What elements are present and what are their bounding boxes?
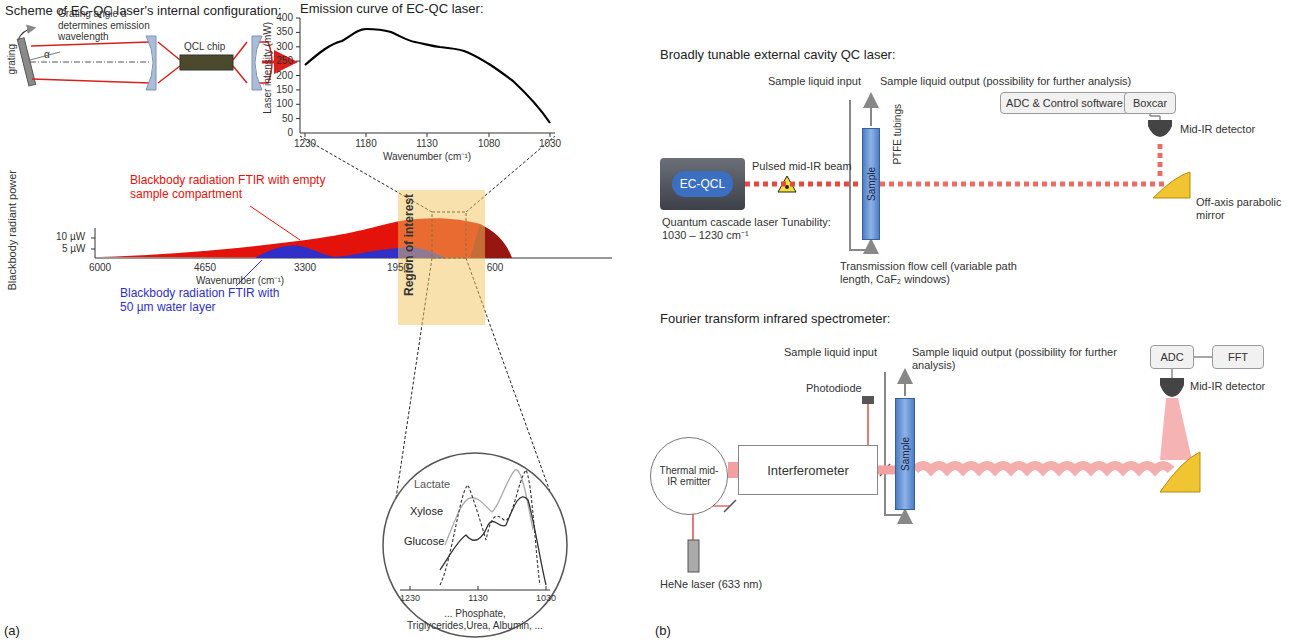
part-name: HeNe laser (633 nm) xyxy=(660,578,762,591)
tick-label: 1230 xyxy=(400,593,420,603)
laser-box: EC-QCL xyxy=(660,158,745,210)
annotation: Pulsed mid-IR beam xyxy=(752,160,852,173)
node-text: Interferometer xyxy=(767,463,849,478)
compound-name: Xylose xyxy=(410,505,443,518)
axis-title: Laser intensity (mW) xyxy=(262,22,274,114)
connector xyxy=(1194,356,1212,358)
tick-label: 1030 xyxy=(536,593,556,603)
tick-label: 1030 xyxy=(539,138,561,150)
connector xyxy=(878,466,895,475)
annotation: Sample liquid input xyxy=(768,75,861,88)
tick-label: 1230 xyxy=(294,138,316,150)
part-name: Off-axis parabolic mirror xyxy=(1196,196,1288,221)
connector xyxy=(745,182,862,187)
tick-label: 6000 xyxy=(89,262,111,274)
series-label: Blackbody radiation FTIR with empty samp… xyxy=(130,174,330,202)
process-box: ADC & Control software xyxy=(1000,92,1129,114)
chart-title: Emission curve of EC-QC laser: xyxy=(300,2,484,17)
process-box: Boxcar xyxy=(1124,92,1176,114)
part-name: Mid-IR detector xyxy=(1190,380,1265,393)
annotation: Sample liquid input xyxy=(784,346,877,359)
tick-label: 1130 xyxy=(468,593,487,603)
section-heading: Broadly tunable external cavity QC laser… xyxy=(660,48,896,63)
annotation: Quantum cascade laser Tunability: 1030 –… xyxy=(662,216,832,241)
process-box: ADC xyxy=(1150,345,1194,369)
annotation: Sample liquid output (possibility for fu… xyxy=(880,75,1142,88)
compound-name: Lactate xyxy=(414,478,450,491)
node-text: Thermal mid-IR emitter xyxy=(651,465,727,487)
tick-label: 3300 xyxy=(294,262,316,274)
note: ... Phosphate, Triglycerides,Urea, Album… xyxy=(405,608,545,631)
process-box: FFT xyxy=(1212,345,1264,369)
panel-label: (b) xyxy=(655,624,671,639)
node-text: ADC & Control software xyxy=(1006,97,1123,109)
node-text: ADC xyxy=(1160,351,1183,363)
tick-label: 400 xyxy=(276,12,293,24)
axis-title: Blackbody radiant power xyxy=(6,170,19,290)
part-name: grating xyxy=(6,44,18,75)
axis-title: Wavenumber (cm⁻¹) xyxy=(383,151,471,163)
annotation: Grating angle α determines emission wave… xyxy=(58,8,168,43)
tick-label: 250 xyxy=(276,55,293,67)
tick-label: 1080 xyxy=(478,138,500,150)
section-heading: Fourier transform infrared spectrometer: xyxy=(660,312,890,327)
tick-label: 10 µW xyxy=(56,231,85,243)
tick-label: 1130 xyxy=(416,138,438,150)
node-text: Sample xyxy=(900,437,911,471)
tick-label: 600 xyxy=(487,262,504,274)
angle-symbol: α xyxy=(44,49,50,61)
connector xyxy=(728,462,738,478)
tick-label: 1180 xyxy=(355,138,377,150)
node-text: EC-QCL xyxy=(672,171,733,197)
tick-label: 50 xyxy=(282,113,293,125)
tick-label: 350 xyxy=(276,26,293,38)
axis-title: Wavenumber (cm⁻¹) xyxy=(196,275,284,287)
tick-label: 100 xyxy=(276,98,293,110)
tick-label: 150 xyxy=(276,84,293,96)
annotation: Sample liquid output (possibility for fu… xyxy=(912,346,1144,371)
part-name: Photodiode xyxy=(806,382,862,395)
tick-label: 0 xyxy=(287,127,293,139)
part-name: Mid-IR detector xyxy=(1180,123,1255,136)
region-band: Region of interest xyxy=(398,190,485,325)
tick-label: 4650 xyxy=(194,262,216,274)
tick-label: 5 µW xyxy=(62,243,86,255)
flow-cell: Sample xyxy=(862,128,880,240)
tick-label: 200 xyxy=(276,70,293,82)
panel-label: (a) xyxy=(4,624,20,639)
emitter-circle: Thermal mid-IR emitter xyxy=(650,437,728,515)
process-box: Interferometer xyxy=(738,445,878,495)
compound-name: Glucose xyxy=(404,535,444,548)
node-text: Boxcar xyxy=(1133,97,1167,109)
flow-cell: Sample xyxy=(895,398,915,510)
annotation: Transmission flow cell (variable path le… xyxy=(840,260,1020,285)
part-name: QCL chip xyxy=(184,41,225,53)
annotation: PTFE tubings xyxy=(892,104,904,165)
node-text: Sample xyxy=(866,167,877,201)
series-label: Blackbody radiation FTIR with 50 µm wate… xyxy=(120,287,290,315)
node-text: Region of interest xyxy=(402,194,416,296)
node-text: FFT xyxy=(1228,351,1248,363)
panel-heading: Scheme of EC-QC laser's internal configu… xyxy=(5,4,281,19)
tick-label: 300 xyxy=(276,41,293,53)
tick-label: 1950 xyxy=(387,262,409,274)
